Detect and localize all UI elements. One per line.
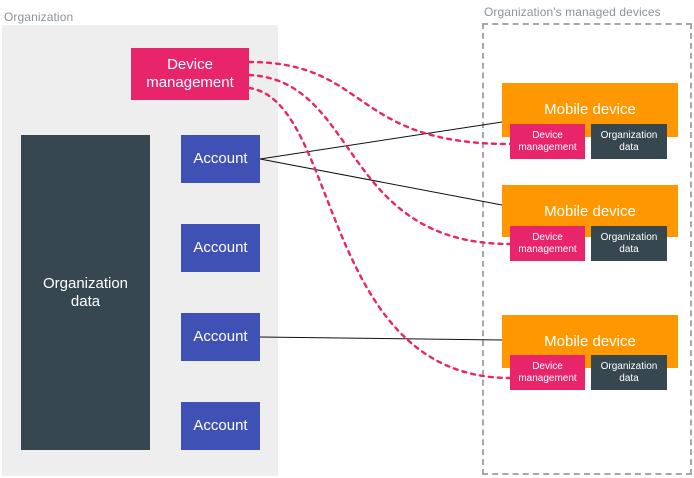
organization-data-chip-label: Organization data [600,130,658,153]
device-management-chip: Device management [510,355,585,390]
organization-data-chip-label: Organization data [600,361,658,384]
mobile-device-title: Mobile device [544,333,636,350]
account-box-4: Account [181,402,260,450]
organization-data-box: Organization data [21,135,150,450]
device-management-label: Device management [146,56,234,91]
account-link-device-3 [259,336,503,341]
account-box-1: Account [181,135,260,183]
device-management-box: Device management [131,48,249,100]
account-box-3: Account [181,313,260,361]
account-box-2: Account [181,224,260,272]
device-management-chip-label: Device management [518,232,577,255]
device-management-chip-label: Device management [518,361,577,384]
organization-data-chip: Organization data [591,124,667,159]
account-label: Account [193,417,248,434]
account-link-device-2 [259,158,503,206]
device-management-chip: Device management [510,124,585,159]
organization-data-chip-label: Organization data [600,232,658,255]
account-label: Account [193,239,248,256]
device-management-chip-label: Device management [518,130,577,153]
dm-link-device-2 [247,73,512,246]
mobile-device-title: Mobile device [544,203,636,220]
account-label: Account [193,328,248,345]
dm-link-device-3 [247,86,512,380]
managed-devices-label: Organization's managed devices [484,5,661,19]
organization-data-label: Organization data [42,274,129,310]
device-management-chip: Device management [510,226,585,261]
account-label: Account [193,150,248,167]
managed-devices-panel [482,23,692,475]
organization-data-chip: Organization data [591,355,667,390]
organization-data-chip: Organization data [591,226,667,261]
mobile-device-title: Mobile device [544,101,636,118]
dm-link-device-1 [247,60,512,146]
organization-label: Organization [4,10,74,24]
account-link-device-1 [259,121,503,160]
